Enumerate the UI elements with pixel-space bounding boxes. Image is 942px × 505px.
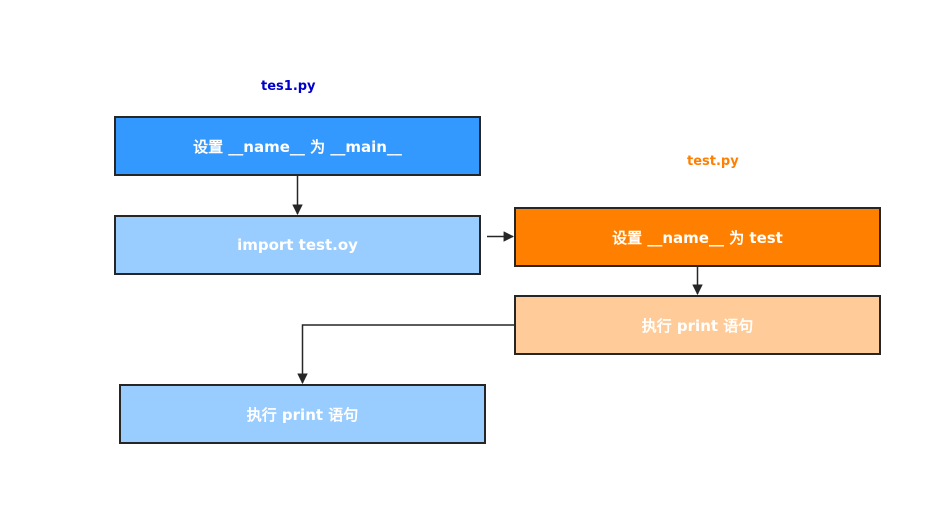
tes1-file-caption: tes1.py — [261, 79, 316, 94]
import-test-box: import test.oy — [114, 215, 481, 275]
test-file-caption: test.py — [687, 154, 739, 169]
print-in-tes1-box: 执行 print 语句 — [119, 384, 486, 444]
print-in-test-box: 执行 print 语句 — [514, 295, 881, 355]
arrow-print-test-to-print-tes1 — [297, 324, 514, 385]
set-name-main-box: 设置 __name__ 为 __main__ — [114, 116, 481, 176]
set-name-test-box: 设置 __name__ 为 test — [514, 207, 881, 267]
